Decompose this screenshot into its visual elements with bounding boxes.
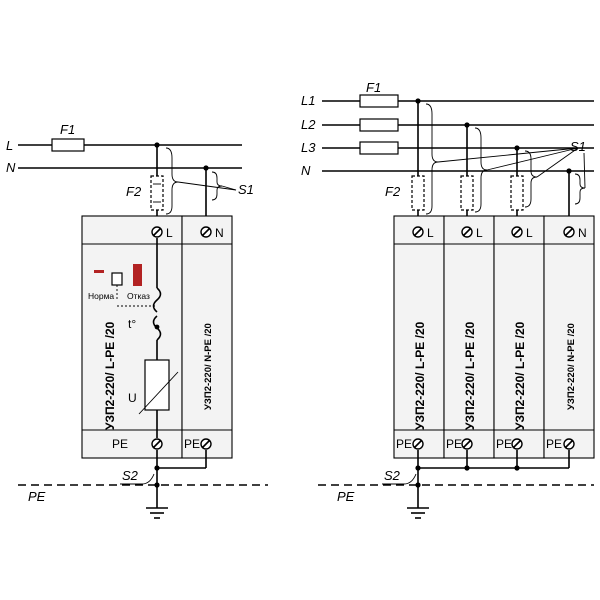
right-line-label-L1: L1 xyxy=(301,93,315,108)
left-s2-label: S2 xyxy=(122,468,139,483)
left-s1-brace-N xyxy=(211,171,223,201)
left-thermal-junction xyxy=(154,324,160,330)
left-terminal-pe-n-label: PE xyxy=(184,437,200,451)
right-s1-brace-2 xyxy=(474,127,488,213)
right-terminal-pe-3-label: PE xyxy=(496,437,512,451)
left-s2-leader xyxy=(141,473,155,485)
left-module-main xyxy=(81,215,183,459)
left-module-n-label: УЗП2-220/ N-PE /20 xyxy=(203,323,214,410)
left-terminal-N-slash xyxy=(201,227,211,237)
right-line-label-L2: L2 xyxy=(301,117,316,132)
right-pe-bus-junction-3 xyxy=(514,465,520,471)
left-varistor xyxy=(144,359,170,411)
right-terminal-pe-1-slash xyxy=(413,439,423,449)
left-indicator-link xyxy=(116,285,157,307)
left-indicator-normal-mark xyxy=(94,270,104,273)
right-line-label-N: N xyxy=(301,163,311,178)
left-fuse-f2-label: F2 xyxy=(126,184,142,199)
right-fuse-f2-2 xyxy=(460,175,474,211)
right-terminal-N-label: N xyxy=(578,226,587,240)
left-terminal-L-label: L xyxy=(166,226,173,240)
right-terminal-pe-2-slash xyxy=(462,439,472,449)
right-fuse-f1-L3 xyxy=(359,141,399,155)
right-fuse-f1-L1 xyxy=(359,94,399,108)
right-terminal-L-2-slash xyxy=(462,227,472,237)
right-s1-brace-4 xyxy=(574,173,586,205)
right-terminal-L-1-slash xyxy=(413,227,423,237)
left-fuse-f1-label: F1 xyxy=(60,122,75,137)
right-module-3 xyxy=(493,215,545,459)
left-line-label-N: N xyxy=(6,160,16,175)
left-thermal-label: t° xyxy=(128,317,136,331)
right-s2-label: S2 xyxy=(384,468,401,483)
left-varistor-label: U xyxy=(128,391,137,405)
right-terminal-L-1-label: L xyxy=(427,226,434,240)
right-s2-leader xyxy=(403,473,417,485)
right-s1-leader-2 xyxy=(486,147,579,171)
right-diagram: L1 L2 L3 N F1 F2 xyxy=(301,80,595,519)
right-module-1-label: УЗП2-220/ L-PE /20 xyxy=(413,321,427,430)
right-pe-junction xyxy=(415,482,421,488)
left-indicator-window xyxy=(111,272,123,286)
right-module-3-label: УЗП2-220/ L-PE /20 xyxy=(513,321,527,430)
left-fuse-f1 xyxy=(51,138,85,152)
right-terminal-pe-3-slash xyxy=(512,439,522,449)
left-diagram: L N F1 F2 S1 L xyxy=(6,122,268,519)
right-terminal-L-3-slash xyxy=(512,227,522,237)
right-terminal-L-2-label: L xyxy=(476,226,483,240)
right-fuse-f2-label: F2 xyxy=(385,184,401,199)
left-module-main-label: УЗП2-220/ L-PE /20 xyxy=(103,321,117,430)
right-terminal-pe-2-label: PE xyxy=(446,437,462,451)
right-module-2 xyxy=(443,215,495,459)
left-fuse-f2 xyxy=(150,175,164,211)
right-terminal-L-3-label: L xyxy=(526,226,533,240)
right-pe-label: PE xyxy=(337,489,355,504)
left-module-n xyxy=(181,215,233,459)
left-s1-leader-1 xyxy=(177,181,237,191)
right-pe-bus-junction-2 xyxy=(464,465,470,471)
left-terminal-N-label: N xyxy=(215,226,224,240)
right-terminal-pe-n-slash xyxy=(564,439,574,449)
right-s1-leader-3 xyxy=(536,147,579,178)
left-thermal-fuse-upper xyxy=(152,287,162,313)
right-s1-leader-4 xyxy=(583,152,586,189)
left-terminal-pe-label: PE xyxy=(112,437,128,451)
right-s1-brace-1 xyxy=(425,103,439,215)
right-s1-leader-1 xyxy=(437,147,579,163)
right-fuse-f1-label: F1 xyxy=(366,80,381,95)
right-line-label-L3: L3 xyxy=(301,140,316,155)
right-fuse-f2-3 xyxy=(510,175,524,211)
right-module-1 xyxy=(393,215,445,459)
right-module-2-label: УЗП2-220/ L-PE /20 xyxy=(463,321,477,430)
right-terminal-pe-1-label: PE xyxy=(396,437,412,451)
left-varistor-slash xyxy=(138,371,179,415)
right-terminal-pe-n-label: PE xyxy=(546,437,562,451)
right-module-n-label: УЗП2-220/ N-PE /20 xyxy=(566,323,577,410)
right-module-n xyxy=(543,215,595,459)
left-terminal-pe-slash xyxy=(152,439,162,449)
left-line-label-L: L xyxy=(6,138,13,153)
left-indicator-normal-label: Норма xyxy=(88,291,114,301)
left-terminal-L-slash xyxy=(152,227,162,237)
left-terminal-pe-n-slash xyxy=(201,439,211,449)
left-s1-brace-L xyxy=(165,147,179,215)
left-s1-leader-2 xyxy=(221,185,237,191)
right-fuse-f2-1 xyxy=(411,175,425,211)
right-s1-label: S1 xyxy=(570,139,586,154)
left-pe-junction xyxy=(154,482,160,488)
right-terminal-N-slash xyxy=(564,227,574,237)
left-s1-label: S1 xyxy=(238,182,254,197)
left-pe-label: PE xyxy=(28,489,46,504)
left-indicator-fault-label: Отказ xyxy=(127,291,150,301)
right-fuse-f1-L2 xyxy=(359,118,399,132)
left-indicator-fault-mark xyxy=(133,264,142,286)
